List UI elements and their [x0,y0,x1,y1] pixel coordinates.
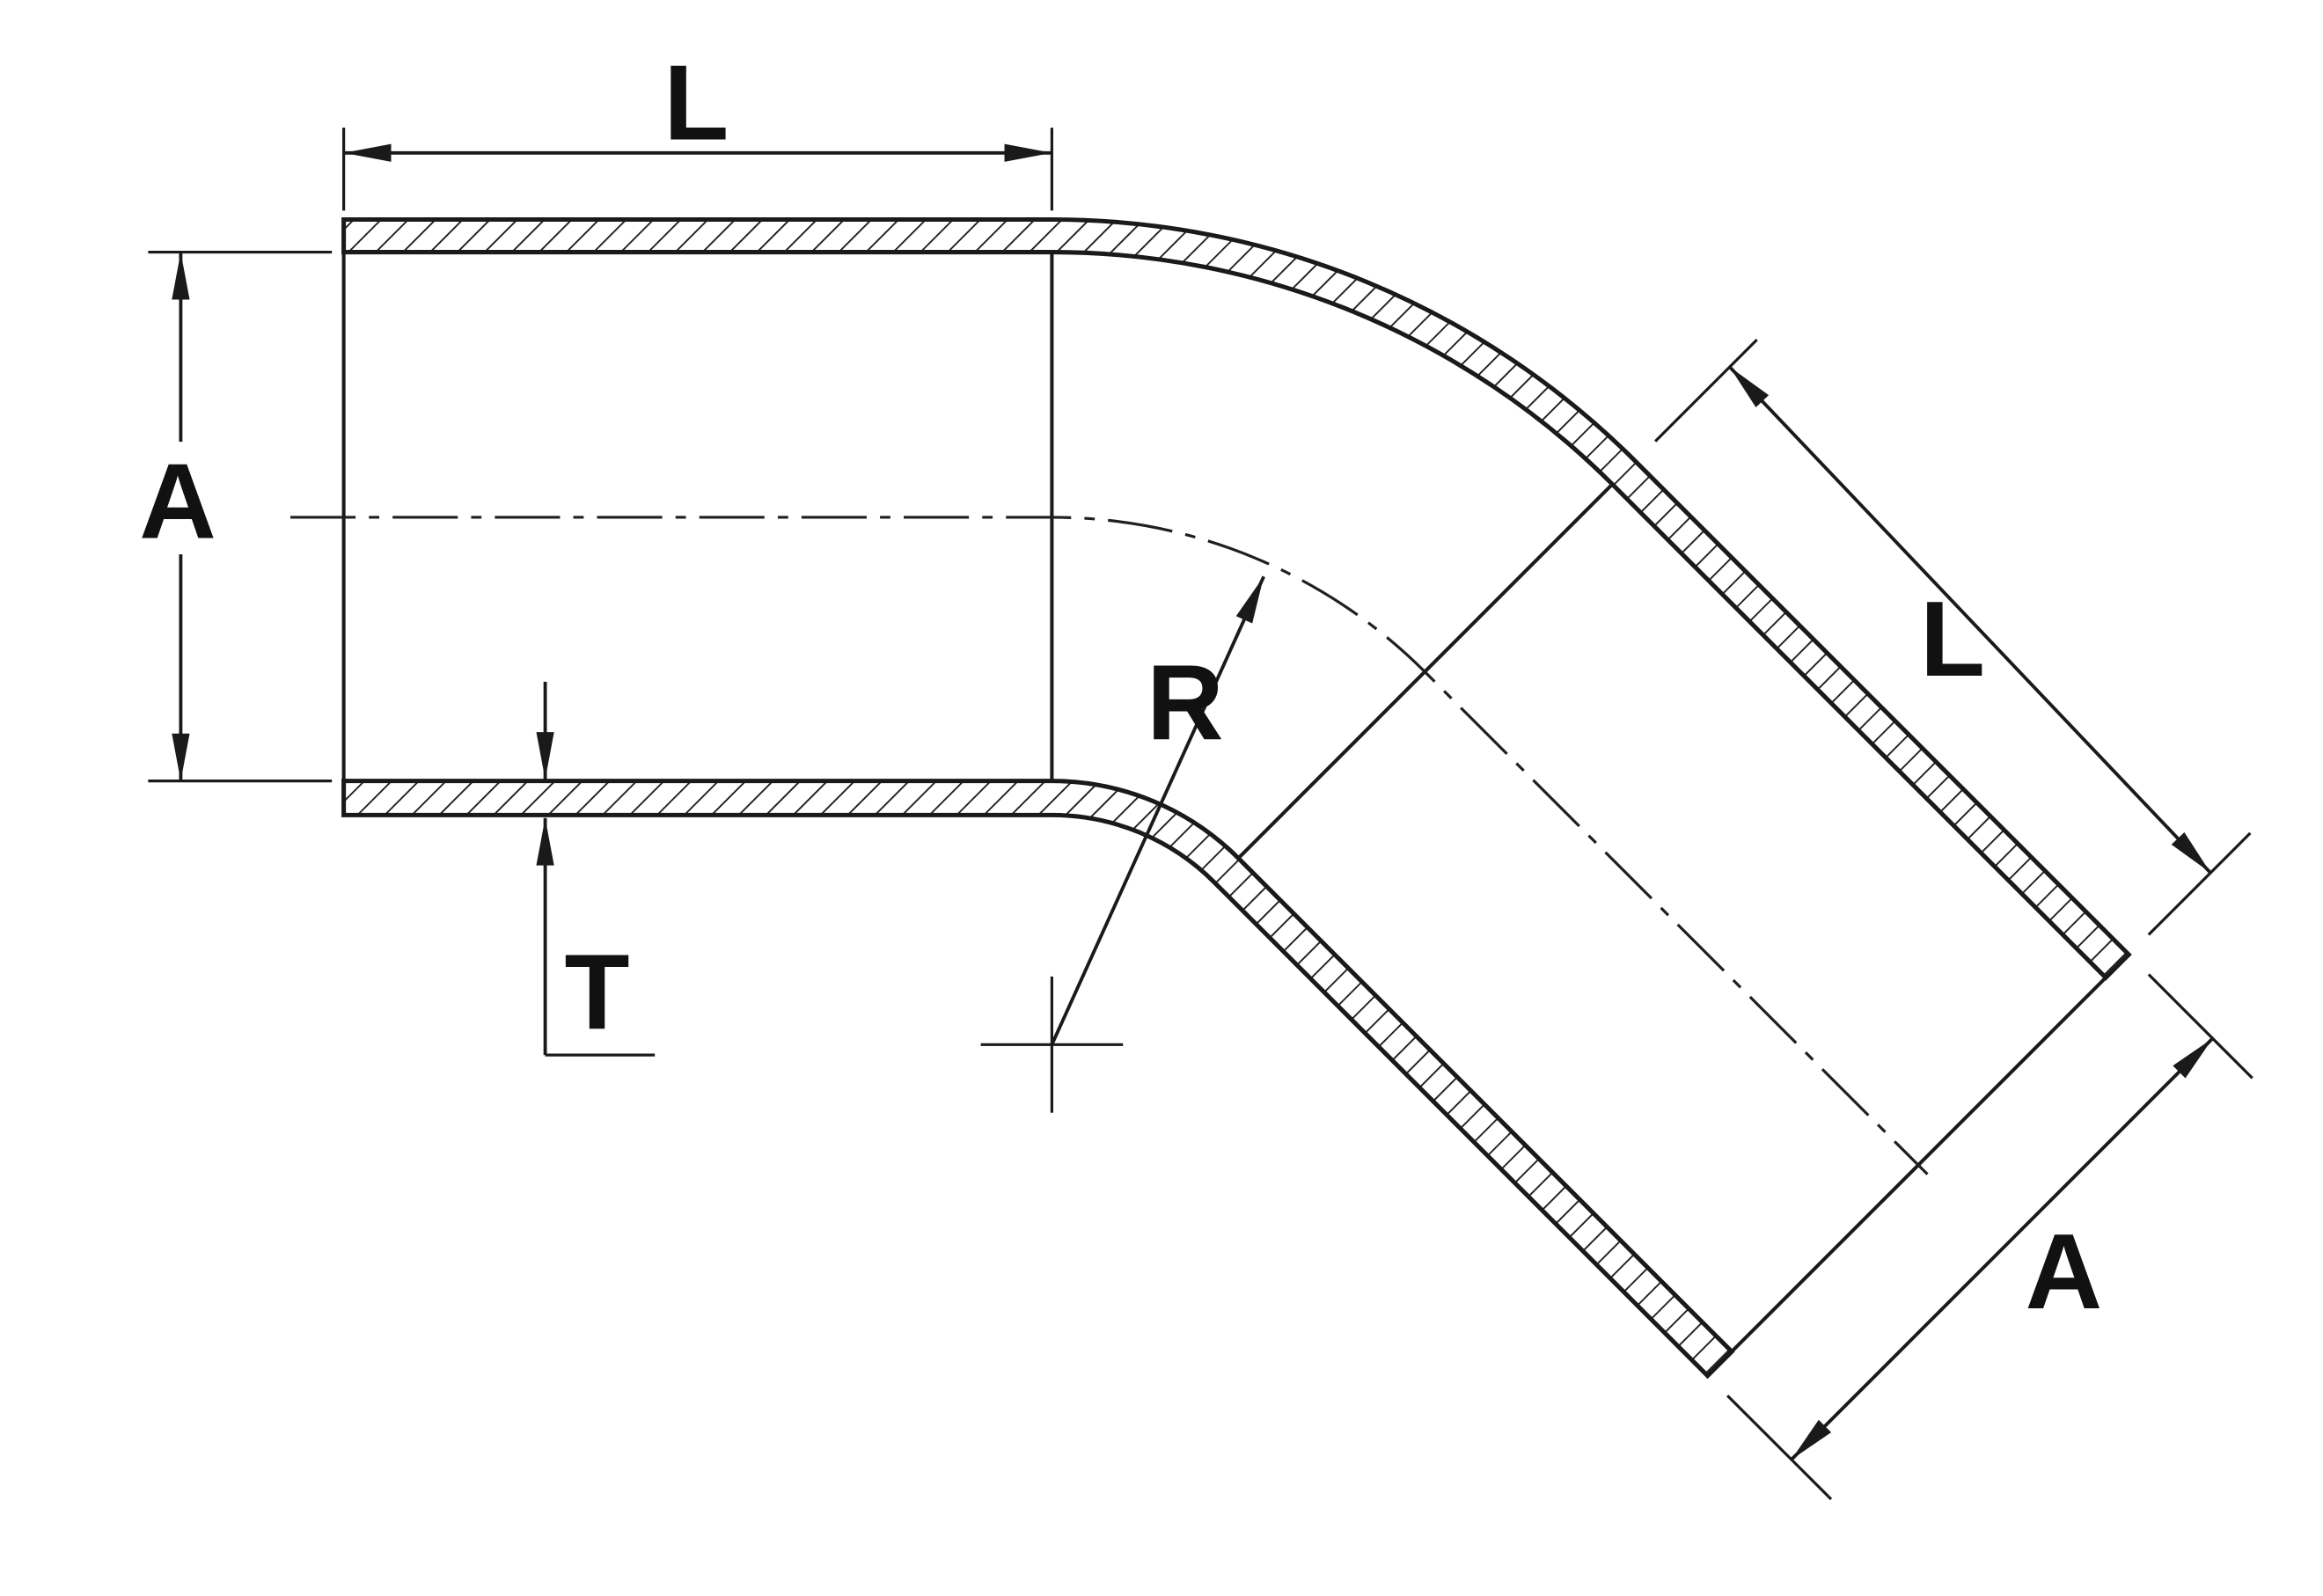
dimension-line [1790,1036,2214,1461]
dimension-length-angled: L [1654,338,2252,936]
bend-radius-label: R [1147,642,1224,762]
pipe-centerline [290,516,1929,1175]
dimension-diameter-left: A [136,250,333,783]
length-top-label: L [663,43,729,163]
extension-line [1654,338,1758,443]
dimension-wall-thickness: T [536,681,656,1057]
extension-line [2147,831,2252,936]
dimension-diameter-angled: A [1726,973,2253,1501]
label-backing [136,442,223,555]
pipe-body [290,217,2132,1380]
dimension-length-top: L [342,43,1054,211]
wall-thickness-label: T [564,932,629,1051]
extension-line [2147,973,2253,1080]
dimension-line [1728,365,2212,875]
length-angled-label: L [1920,579,1985,699]
diameter-left-label: A [139,442,216,561]
dimension-bend-radius: R [980,575,1265,1113]
radius-leader-line [1050,575,1265,1046]
extension-line [1726,1395,1833,1501]
pipe-bottom-wall [341,779,1735,1380]
diameter-angled-label: A [2026,1212,2103,1331]
